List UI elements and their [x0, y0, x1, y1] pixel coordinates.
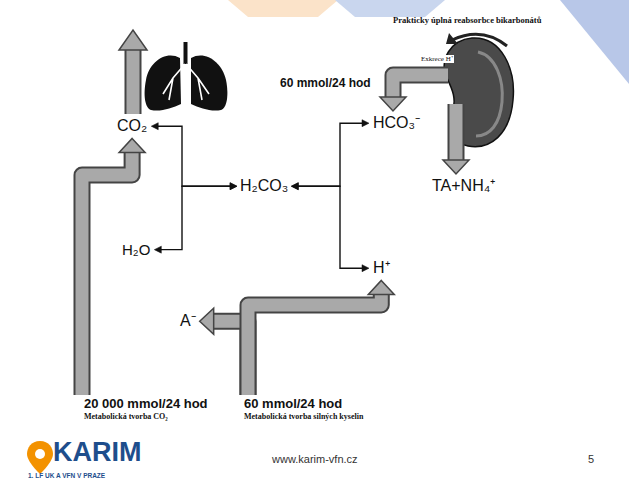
arrowhead [154, 246, 161, 253]
note-text: Prakticky úplná reabsorbce bikarbonátů [393, 16, 541, 26]
node-text: CO₂ [117, 117, 147, 135]
arrowhead [151, 123, 158, 130]
excretion-arrow [380, 75, 448, 111]
node-text: A⁻ [180, 312, 196, 330]
arrow-line [297, 123, 363, 186]
decor-band [335, 0, 445, 17]
footer-url: www.karim-vfn.cz [272, 453, 358, 466]
production-source: 60 mmol/24 hodMetabolická tvorba silných… [244, 397, 363, 421]
equilibrium-arrow [154, 183, 237, 253]
arrowhead [119, 138, 145, 152]
page-number: 5 [588, 453, 594, 466]
node-text: TA+NH₄⁺ [432, 177, 495, 195]
production-source: 20 000 mmol/24 hodMetabolická tvorba CO₂ [84, 397, 208, 421]
logo-pin [27, 441, 53, 474]
arrow-line [160, 186, 231, 249]
chemical-species: A⁻ [180, 312, 196, 330]
chemical-species: HCO₃⁻ [373, 114, 420, 132]
logo-text: KARIM [53, 437, 142, 468]
chemical-species: TA+NH₄⁺ [432, 177, 495, 195]
arrow-shaft [82, 151, 132, 395]
arrowhead [362, 120, 369, 127]
arrow-line [297, 186, 363, 268]
arrowhead [230, 183, 237, 190]
node-text: 60 mmol/24 hod [244, 397, 363, 412]
arrowhead [291, 183, 298, 190]
equilibrium-arrow [151, 123, 237, 190]
lungs-illustration [145, 42, 228, 111]
arrowhead [291, 183, 298, 190]
decor-band [228, 0, 338, 17]
decor-triangle [560, 0, 629, 84]
logo-subtitle: 1. LF UK A VFN V PRAZE [28, 472, 105, 479]
chemical-species: H₂O [122, 241, 150, 258]
arrow-line [157, 126, 231, 186]
equilibrium-arrow [291, 120, 369, 190]
arrowhead [200, 308, 214, 334]
node-caption: Metabolická tvorba CO₂ [84, 412, 208, 421]
flow-arrow [82, 138, 145, 395]
chemical-species: H₂CO₃ [240, 177, 288, 195]
flow-arrow [248, 280, 394, 395]
exhale-arrow [119, 30, 147, 114]
node-text: H⁺ [373, 259, 390, 277]
node-text: H₂CO₃ [240, 177, 288, 195]
chemical-species: CO₂ [117, 117, 147, 135]
arrow-outline [82, 151, 132, 395]
arrowhead [368, 280, 394, 294]
arrow-outline [248, 293, 381, 395]
node-text: H₂O [122, 241, 150, 258]
flow-rate: 60 mmol/24 hod [280, 77, 371, 91]
node-text: HCO₃⁻ [373, 114, 420, 132]
urine-arrow [443, 104, 469, 174]
arrowhead [230, 183, 237, 190]
arrow-label: Exkrece H⁺ [420, 55, 454, 63]
arrow-shaft [248, 293, 381, 395]
node-caption: Metabolická tvorba silných kyselin [244, 412, 363, 421]
chemical-species: H⁺ [373, 259, 390, 277]
equilibrium-arrow [291, 183, 369, 272]
node-text: 20 000 mmol/24 hod [84, 397, 208, 412]
arrowhead [362, 265, 369, 272]
